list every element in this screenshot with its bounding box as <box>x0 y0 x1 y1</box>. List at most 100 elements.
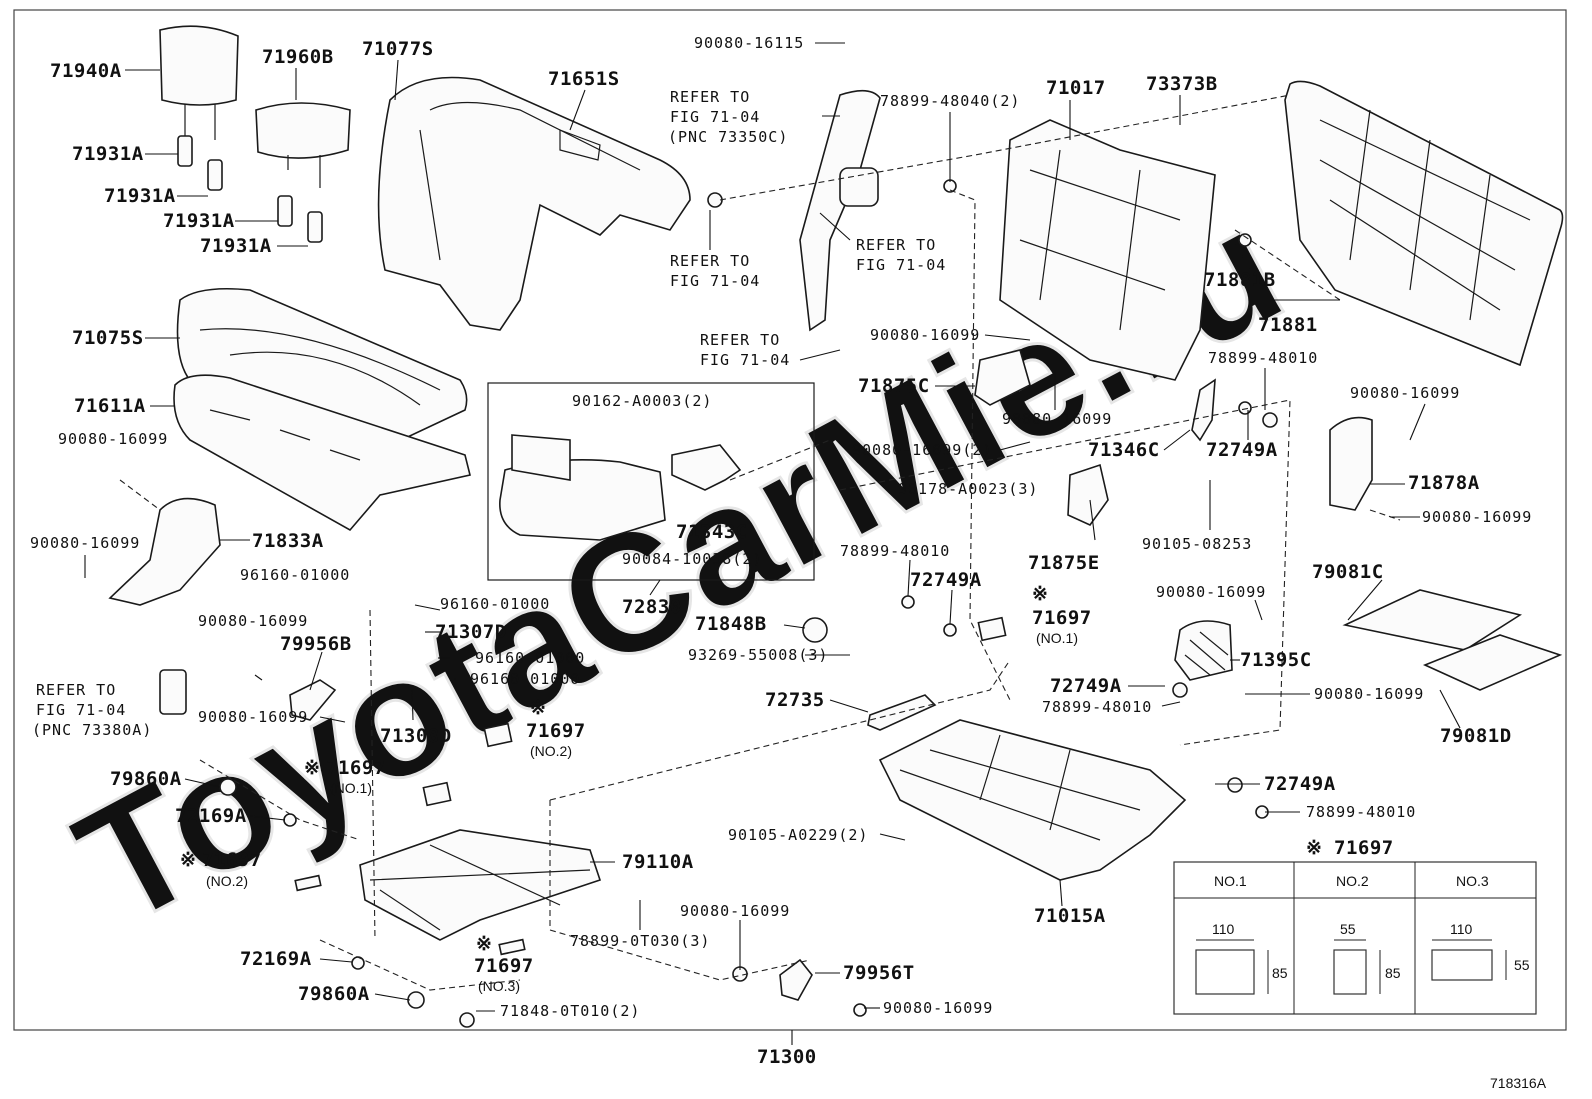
refer-note-fig-71-04-c[interactable]: REFER TO FIG 71-04 <box>700 331 790 369</box>
part-label[interactable]: 90105-08253 <box>1142 535 1252 553</box>
part-label[interactable]: 79860A <box>110 768 182 790</box>
part-label[interactable]: 71833A <box>252 530 324 552</box>
part-label[interactable]: 78899-48010 <box>1042 698 1152 716</box>
part-label[interactable]: 90080-16099 <box>680 902 790 920</box>
part-label[interactable]: 79110A <box>622 851 694 873</box>
part-label[interactable]: 78899-48040(2) <box>880 92 1020 110</box>
part-label[interactable]: 71848B <box>695 613 767 635</box>
part-label[interactable]: 96160-01000 <box>440 595 550 613</box>
refer-note-fig-71-04-a[interactable]: REFER TO FIG 71-04 <box>670 252 760 290</box>
part-label[interactable]: 71075S <box>72 327 144 349</box>
part-label[interactable]: 96160-01000 <box>240 566 350 584</box>
part-label[interactable]: 71346C <box>1088 439 1160 461</box>
part-label[interactable]: 90084-10038(2) <box>622 550 762 568</box>
part-label[interactable]: 72735 <box>765 689 825 711</box>
part-label[interactable]: 90162-A0003(2) <box>572 392 712 410</box>
part-label[interactable]: 71931A <box>104 185 176 207</box>
svg-text:71697: 71697 <box>326 757 386 779</box>
refer-note-73350c[interactable]: REFER TO FIG 71-04 (PNC 73350C) <box>668 88 788 146</box>
part-label[interactable]: 72749A <box>1264 773 1336 795</box>
part-label[interactable]: 96160-01000 <box>475 649 585 667</box>
part-label[interactable]: 71875E <box>1028 552 1100 574</box>
part-label[interactable]: 90080-16099(2) <box>852 441 992 459</box>
part-label[interactable]: 73373B <box>1146 73 1218 95</box>
part-label[interactable]: 71015A <box>1034 905 1106 927</box>
part-label[interactable]: 71875C <box>858 375 930 397</box>
marked-part-71697-c[interactable]: ※ 71697 (NO.1) <box>304 757 386 796</box>
part-label[interactable]: 78899-48010 <box>840 542 950 560</box>
part-label[interactable]: 71300 <box>757 1046 817 1068</box>
part-label[interactable]: 72749A <box>910 569 982 591</box>
part-label[interactable]: 90080-16099 <box>58 430 168 448</box>
part-label[interactable]: 71651S <box>548 68 620 90</box>
part-label[interactable]: 71931A <box>72 143 144 165</box>
part-label[interactable]: 71611A <box>74 395 146 417</box>
part-label[interactable]: 72749A <box>1050 675 1122 697</box>
svg-text:55: 55 <box>1514 957 1530 973</box>
part-label[interactable]: 90080-16099 <box>1002 410 1112 428</box>
part-label[interactable]: 71931A <box>200 235 272 257</box>
part-label[interactable]: 71881 <box>1258 314 1318 336</box>
part-label[interactable]: 71308D <box>380 725 452 747</box>
part-label[interactable]: 79081D <box>1440 725 1512 747</box>
svg-text:(NO.1): (NO.1) <box>1036 630 1078 646</box>
part-label[interactable]: 72169A <box>175 805 247 827</box>
part-label[interactable]: 90080-16099 <box>870 326 980 344</box>
part-label[interactable]: 71017 <box>1046 77 1106 99</box>
size-table-header-no2: NO.2 <box>1336 873 1369 889</box>
marked-part-71697-b[interactable]: ※ 71697 (NO.2) <box>526 697 586 759</box>
svg-text:REFER TO: REFER TO <box>700 331 780 349</box>
part-label[interactable]: 78899-48010 <box>1208 349 1318 367</box>
svg-text:(PNC 73380A): (PNC 73380A) <box>32 721 152 739</box>
part-label[interactable]: 90080-16099 <box>1314 685 1424 703</box>
part-label[interactable]: 93269-55008(3) <box>688 646 828 664</box>
part-label[interactable]: 71940A <box>50 60 122 82</box>
part-label[interactable]: 90080-16099 <box>883 999 993 1017</box>
part-label[interactable]: 71878A <box>1408 472 1480 494</box>
part-label[interactable]: 72169A <box>240 948 312 970</box>
part-label[interactable]: 90080-16099 <box>198 612 308 630</box>
part-label[interactable]: 78899-48010 <box>1306 803 1416 821</box>
part-label[interactable]: 71960B <box>262 46 334 68</box>
part-label[interactable]: 96160-01000 <box>470 670 580 688</box>
diagram-frame <box>13 9 1567 1031</box>
part-label[interactable]: 90080-16115 <box>694 34 804 52</box>
refer-note-fig-71-04-b[interactable]: REFER TO FIG 71-04 <box>856 236 946 274</box>
part-label[interactable]: 79956T <box>843 962 915 984</box>
size-table: ※ 71697 NO.1 NO.2 NO.3 110 85 55 85 110 … <box>1173 837 1537 1015</box>
part-label[interactable]: 90080-16099 <box>30 534 140 552</box>
part-label[interactable]: 79860A <box>298 983 370 1005</box>
diagram-id: 718316A <box>1490 1075 1547 1091</box>
part-label[interactable]: 90080-16099 <box>1350 384 1460 402</box>
part-label[interactable]: 71881B <box>1204 269 1276 291</box>
svg-text:71697: 71697 <box>1032 607 1092 629</box>
svg-text:71697: 71697 <box>474 955 534 977</box>
part-label[interactable]: 71077S <box>362 38 434 60</box>
part-label[interactable]: 71307D <box>435 621 507 643</box>
part-label[interactable]: 90178-A0023(3) <box>898 480 1038 498</box>
part-label[interactable]: 72749A <box>1206 439 1278 461</box>
part-label[interactable]: 71343C <box>676 521 748 543</box>
part-label[interactable]: 71931A <box>163 210 235 232</box>
svg-text:FIG 71-04: FIG 71-04 <box>670 108 760 126</box>
marked-part-71697-e[interactable]: ※ 71697 (NO.3) <box>474 933 534 994</box>
svg-text:REFER TO: REFER TO <box>670 88 750 106</box>
part-label[interactable]: 90080-16099 <box>1156 583 1266 601</box>
svg-text:REFER TO: REFER TO <box>856 236 936 254</box>
marked-part-71697-a[interactable]: ※ 71697 (NO.1) <box>1032 583 1092 646</box>
part-label[interactable]: 72830 <box>622 596 682 618</box>
part-label[interactable]: 71848-0T010(2) <box>500 1002 640 1020</box>
part-label[interactable]: 78899-0T030(3) <box>570 932 710 950</box>
part-label[interactable]: 90105-A0229(2) <box>728 826 868 844</box>
part-label[interactable]: 71395C <box>1240 649 1312 671</box>
svg-text:FIG 71-04: FIG 71-04 <box>856 256 946 274</box>
refer-note-73380a[interactable]: REFER TO FIG 71-04 (PNC 73380A) <box>32 681 152 739</box>
part-label[interactable]: 79956B <box>280 633 352 655</box>
assembly-dashed-lines <box>119 94 1401 991</box>
part-label[interactable]: 90080-16099 <box>198 708 308 726</box>
marked-part-71697-d[interactable]: ※ 71697 (NO.2) <box>180 849 262 889</box>
size-table-header-no1: NO.1 <box>1214 873 1247 889</box>
part-label[interactable]: 79081C <box>1312 561 1384 583</box>
part-label[interactable]: 90080-16099 <box>1422 508 1532 526</box>
svg-text:85: 85 <box>1385 965 1401 981</box>
